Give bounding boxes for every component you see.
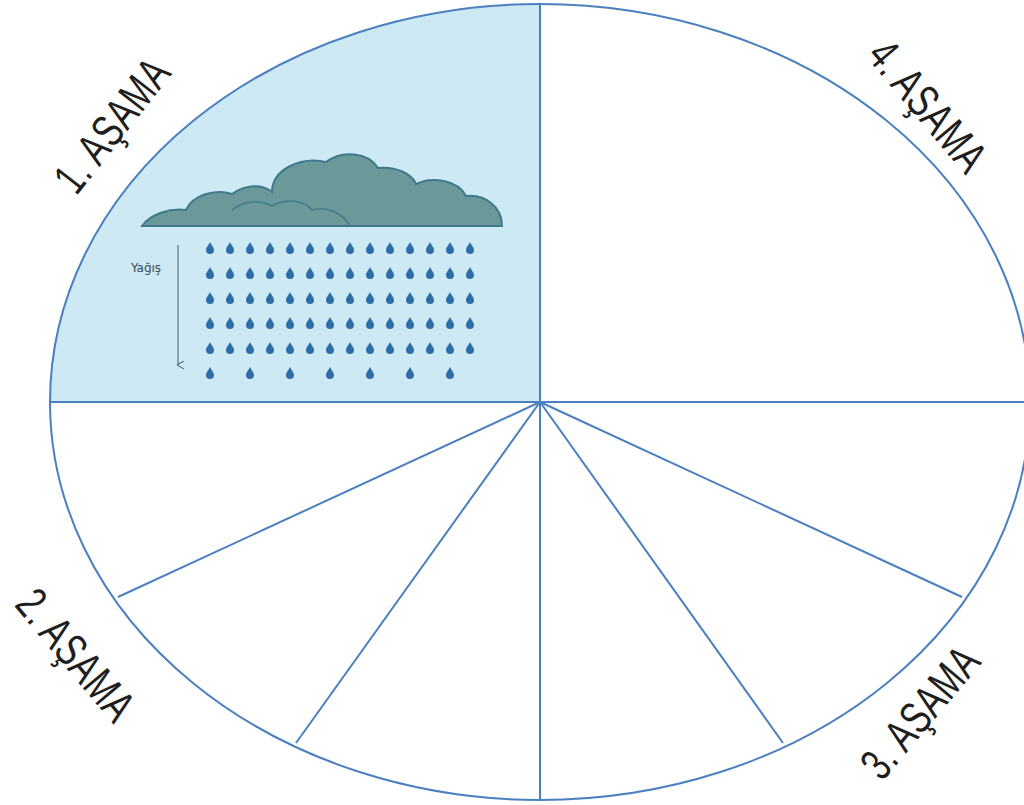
rain-drop — [306, 242, 314, 254]
rain-drop — [206, 267, 214, 279]
rain-drop — [346, 317, 354, 329]
rain-drop — [446, 292, 454, 304]
rain-drop — [306, 317, 314, 329]
rain-drop — [226, 342, 234, 354]
rain-drop — [366, 242, 374, 254]
cloud — [142, 154, 502, 226]
rain-drop — [466, 267, 474, 279]
rain-drop — [266, 267, 274, 279]
rain-drop — [426, 292, 434, 304]
rain-drop — [246, 242, 254, 254]
rain-drop — [346, 342, 354, 354]
rain-drop — [226, 292, 234, 304]
rain-drops — [206, 242, 474, 379]
rain-drop — [366, 342, 374, 354]
rain-drop — [406, 242, 414, 254]
cycle-outline — [50, 4, 1024, 800]
fall-arrow — [178, 245, 179, 365]
rain-drop — [246, 292, 254, 304]
sector-lines — [50, 4, 1024, 800]
rain-drop — [406, 292, 414, 304]
rain-drop — [246, 317, 254, 329]
rain-drop — [266, 317, 274, 329]
rain-drop — [206, 292, 214, 304]
rain-drop — [266, 342, 274, 354]
rain-drop — [306, 292, 314, 304]
rain-drop — [246, 267, 254, 279]
rain-drop — [366, 292, 374, 304]
rain-drop — [446, 342, 454, 354]
rain-drop — [306, 267, 314, 279]
rain-drop — [446, 317, 454, 329]
rain-drop — [386, 317, 394, 329]
rain-drop — [366, 367, 374, 379]
rain-drop — [346, 242, 354, 254]
rain-drop — [366, 267, 374, 279]
rain-drop — [326, 317, 334, 329]
rain-drop — [326, 267, 334, 279]
rain-drop — [266, 242, 274, 254]
rain-drop — [206, 242, 214, 254]
rain-drop — [246, 367, 254, 379]
rain-drop — [386, 342, 394, 354]
rain-drop — [466, 317, 474, 329]
rain-drop — [406, 342, 414, 354]
rain-drop — [446, 267, 454, 279]
rain-drop — [206, 317, 214, 329]
rain-drop — [346, 267, 354, 279]
rain-drop — [306, 342, 314, 354]
stage-label: 2. AŞAMA — [8, 580, 144, 730]
rain-drop — [206, 367, 214, 379]
rain-drop — [406, 367, 414, 379]
rain-drop — [286, 317, 294, 329]
stage-label: 3. AŞAMA — [852, 637, 988, 787]
rain-drop — [326, 242, 334, 254]
rain-drop — [286, 267, 294, 279]
rain-drop — [386, 267, 394, 279]
rain-drop — [326, 292, 334, 304]
rain-drop — [366, 317, 374, 329]
rain-drop — [386, 292, 394, 304]
process-label: Yağış — [131, 262, 161, 274]
rain-drop — [286, 367, 294, 379]
rain-drop — [286, 242, 294, 254]
rain-drop — [386, 242, 394, 254]
rain-drop — [326, 367, 334, 379]
rain-drop — [286, 292, 294, 304]
rain-drop — [406, 317, 414, 329]
rain-drop — [226, 317, 234, 329]
rain-drop — [226, 267, 234, 279]
rain-drop — [426, 242, 434, 254]
rain-drop — [446, 367, 454, 379]
rain-drop — [446, 242, 454, 254]
rain-drop — [226, 242, 234, 254]
rain-drop — [466, 242, 474, 254]
rain-drop — [426, 342, 434, 354]
rain-drop — [206, 342, 214, 354]
rain-drop — [326, 342, 334, 354]
rain-drop — [406, 267, 414, 279]
rain-drop — [466, 292, 474, 304]
rain-drop — [426, 267, 434, 279]
rain-drop — [266, 292, 274, 304]
shaded-quadrant — [50, 4, 540, 402]
rain-drop — [246, 342, 254, 354]
rain-drop — [286, 342, 294, 354]
rain-drop — [346, 292, 354, 304]
rain-drop — [466, 342, 474, 354]
rain-drop — [426, 317, 434, 329]
